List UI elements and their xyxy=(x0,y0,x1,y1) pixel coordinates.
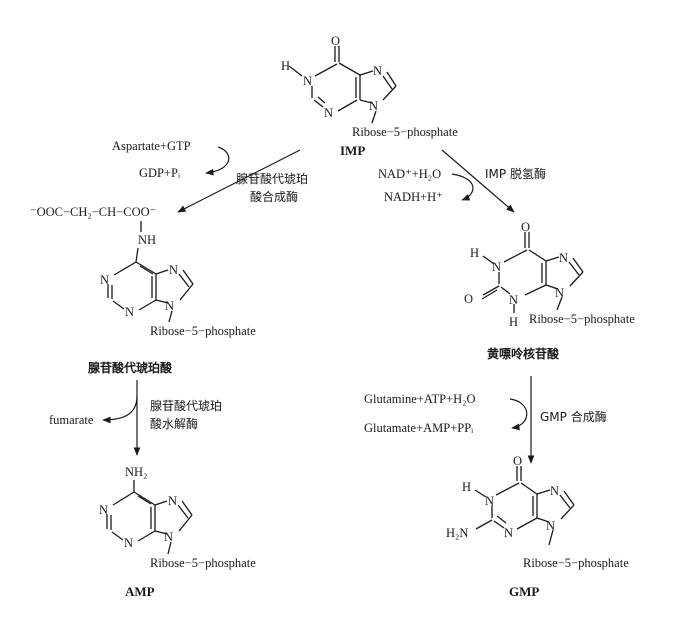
imp-structure: O H N N N N Ribose−5−phosphate IMP xyxy=(281,34,458,158)
adenylosuccinate-atom-n3: N xyxy=(125,305,134,319)
gmp-name: GMP xyxy=(509,584,539,599)
imp-atom-n1: N xyxy=(303,74,312,88)
gmp-ribose: Ribose−5−phosphate xyxy=(523,556,629,570)
reaction-1: Aspartate+GTP GDP+Pᵢ 腺苷酸代琥珀 酸合成酶 xyxy=(112,139,308,213)
adenylosuccinate-atom-n7: N xyxy=(169,263,178,277)
imp-ribose: Ribose−5−phosphate xyxy=(352,125,458,139)
r1-input: Aspartate+GTP xyxy=(112,139,191,153)
gmp-atom-n9: N xyxy=(546,519,555,533)
xmp-atom-h3: H xyxy=(509,315,518,329)
gmp-atom-n1: N xyxy=(485,494,494,508)
imp-name: IMP xyxy=(340,143,365,158)
imp-atom-h: H xyxy=(281,59,290,73)
xmp-atom-o6: O xyxy=(521,220,530,234)
r4-enzyme: GMP 合成酶 xyxy=(540,409,607,424)
gmp-atom-n3: N xyxy=(504,526,513,540)
imp-atom-n9: N xyxy=(369,99,378,113)
xmp-name: 黄嘌呤核苷酸 xyxy=(487,346,560,361)
xmp-atom-n3: N xyxy=(509,293,518,307)
adenylosuccinate-atom-n9: N xyxy=(165,299,174,313)
r3-output: fumarate xyxy=(49,413,94,427)
adenylosuccinate-nh: NH xyxy=(138,233,156,247)
r2-enzyme: IMP 脱氢酶 xyxy=(485,166,546,181)
xmp-ribose: Ribose−5−phosphate xyxy=(529,312,635,326)
amp-atom-n7: N xyxy=(168,494,177,508)
gmp-atom-o: O xyxy=(513,454,522,468)
gmp-atom-h: H xyxy=(462,480,471,494)
xmp-structure: O H N O N H N N Ribose−5−phosphate 黄嘌呤核苷… xyxy=(464,220,635,361)
adenylosuccinate-ribose: Ribose−5−phosphate xyxy=(150,324,256,338)
gmp-structure: O H N H₂N N N N Ribose−5−phosphate GMP xyxy=(446,454,629,599)
gmp-atom-n7: N xyxy=(550,484,559,498)
imp-atom-n3: N xyxy=(324,106,333,120)
reaction-3: fumarate 腺苷酸代琥珀 酸水解酶 xyxy=(49,380,222,456)
amp-atom-n1: N xyxy=(99,503,108,517)
r2-output: NADH+H⁺ xyxy=(384,190,443,204)
reaction-2: NAD⁺+H₂O NADH+H⁺ IMP 脱氢酶 xyxy=(378,149,546,213)
amp-nh2: NH₂ xyxy=(125,465,147,479)
r4-output: Glutamate+AMP+PPᵢ xyxy=(364,421,473,435)
xmp-atom-n7: N xyxy=(559,251,568,265)
imp-atom-o: O xyxy=(331,34,340,48)
amp-atom-n9: N xyxy=(164,530,173,544)
r3-enzyme-line2: 酸水解酶 xyxy=(150,416,198,431)
xmp-atom-n1: N xyxy=(492,260,501,274)
amp-structure: NH₂ N N N N Ribose−5−phosphate AMP xyxy=(99,465,256,599)
amp-atom-n3: N xyxy=(124,536,133,550)
r4-input: Glutamine+ATP+H₂O xyxy=(364,392,476,406)
adenylosuccinate-chain: ⁻OOC−CH₂−CH−COO⁻ xyxy=(30,205,156,219)
xmp-atom-n9: N xyxy=(555,286,564,300)
r1-enzyme-line1: 腺苷酸代琥珀 xyxy=(236,171,308,186)
reaction-4: Glutamine+ATP+H₂O Glutamate+AMP+PPᵢ GMP … xyxy=(364,376,607,464)
r1-output: GDP+Pᵢ xyxy=(139,166,180,180)
xmp-atom-o2: O xyxy=(464,292,473,306)
r2-input: NAD⁺+H₂O xyxy=(378,167,441,181)
adenylosuccinate-structure: ⁻OOC−CH₂−CH−COO⁻ NH N N N N Ribose−5−pho… xyxy=(30,205,256,375)
amp-ribose: Ribose−5−phosphate xyxy=(150,556,256,570)
adenylosuccinate-name: 腺苷酸代琥珀酸 xyxy=(88,360,173,375)
amp-name: AMP xyxy=(125,584,155,599)
imp-atom-n7: N xyxy=(373,64,382,78)
xmp-atom-h1: H xyxy=(470,246,479,260)
r3-enzyme-line1: 腺苷酸代琥珀 xyxy=(150,398,222,413)
r1-enzyme-line2: 酸合成酶 xyxy=(250,189,298,204)
adenylosuccinate-atom-n1: N xyxy=(100,273,109,287)
gmp-atom-nh2: H₂N xyxy=(446,526,468,540)
